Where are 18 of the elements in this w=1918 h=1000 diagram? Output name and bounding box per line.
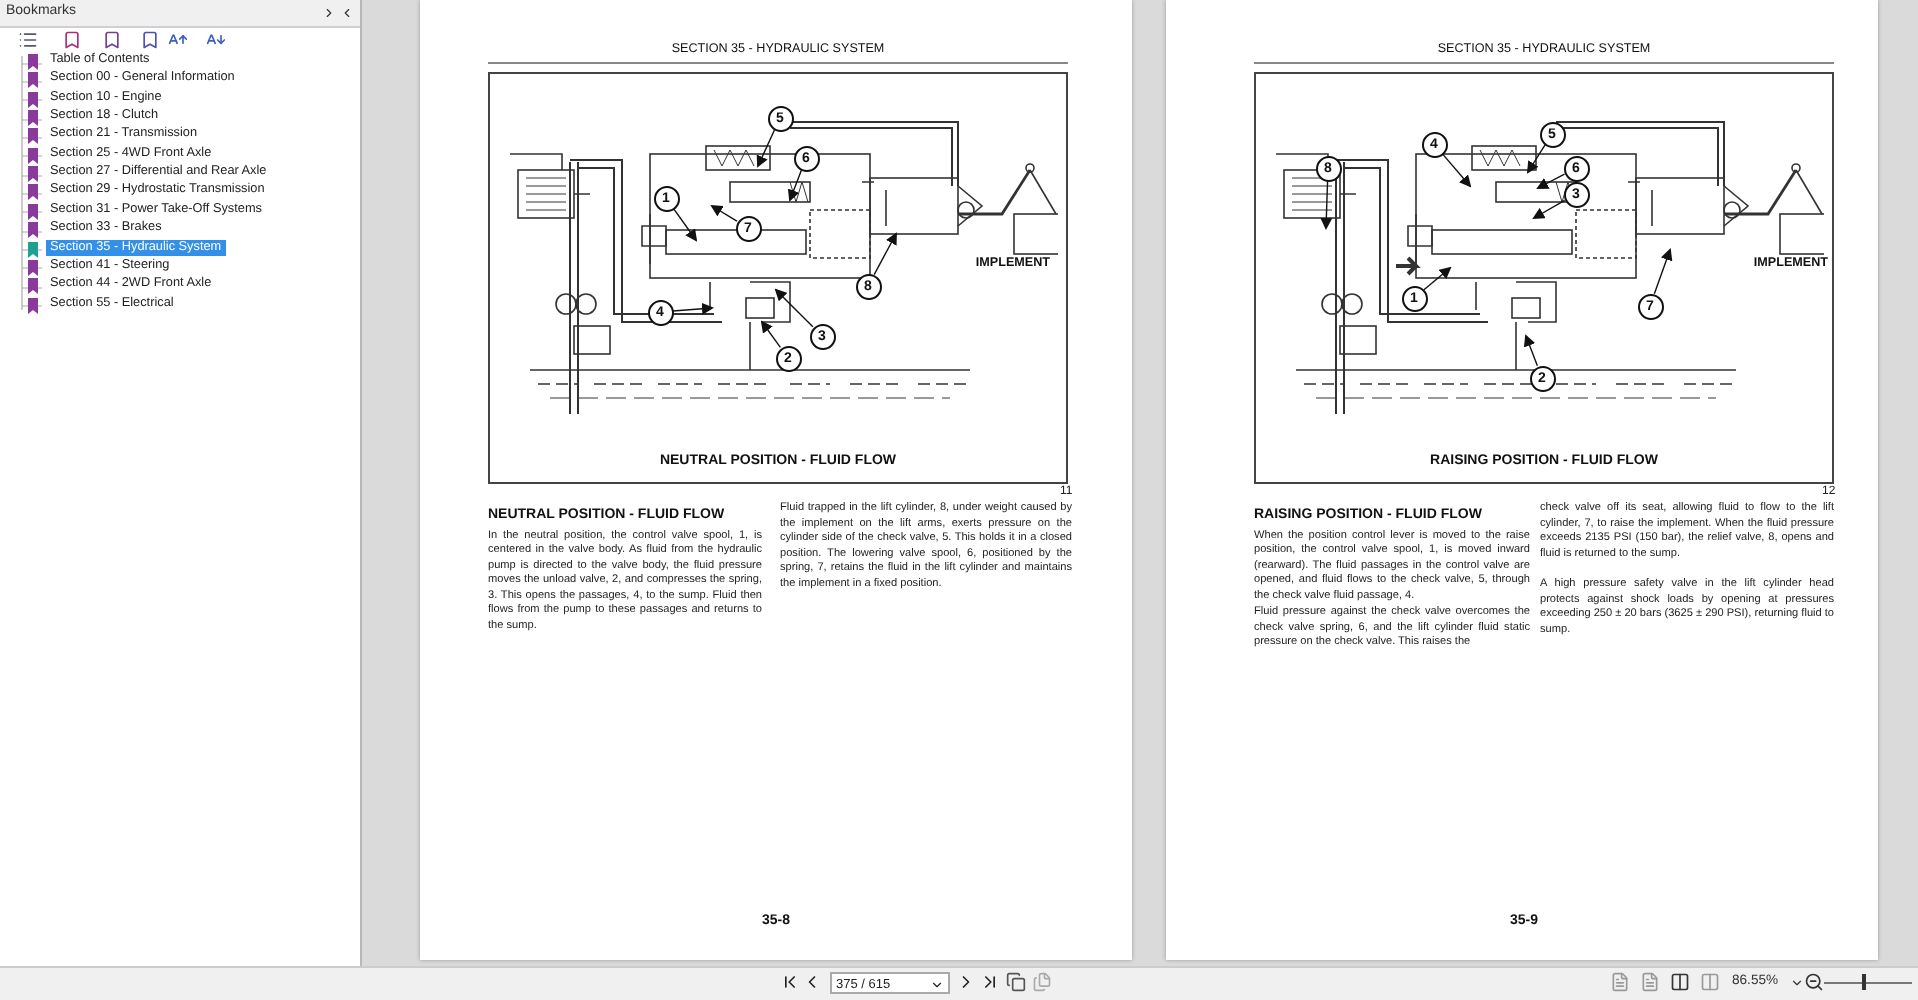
leader-line	[1526, 144, 1546, 174]
leader-line	[1523, 334, 1539, 367]
leader-line	[1320, 180, 1333, 230]
leader-line	[873, 232, 897, 276]
leader-line	[774, 288, 814, 328]
leader-line	[1536, 173, 1566, 189]
figure-frame	[488, 72, 1068, 484]
leader-line	[1653, 248, 1673, 295]
leader-line	[760, 320, 782, 349]
leader-line	[1423, 266, 1452, 291]
leader-line	[672, 207, 698, 242]
figure-frame	[1254, 72, 1834, 484]
leader-line	[1441, 153, 1472, 188]
leader-line	[787, 169, 803, 202]
leader-line	[756, 129, 776, 168]
leader-line	[710, 204, 738, 222]
leader-line	[1532, 199, 1566, 219]
leader-line	[672, 302, 714, 315]
